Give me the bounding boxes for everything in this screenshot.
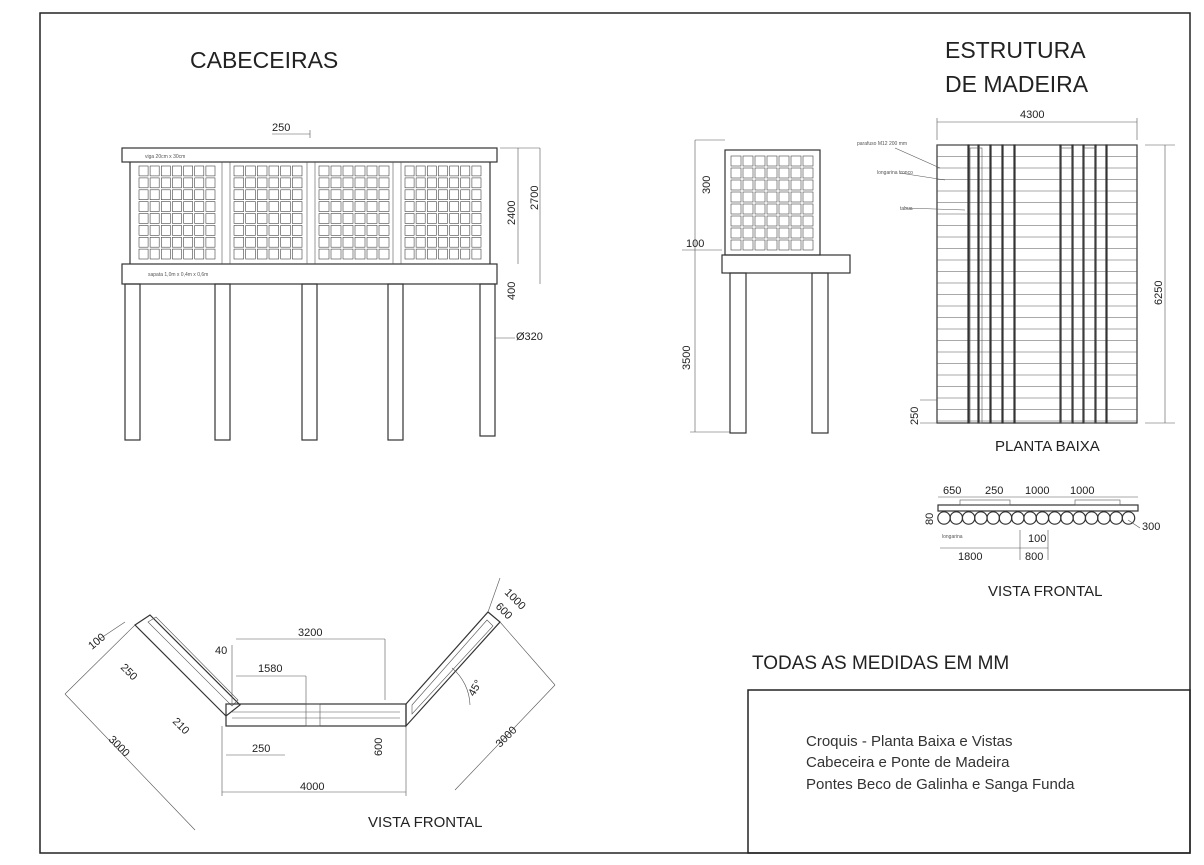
dim-vf-650: 650	[943, 485, 961, 497]
pile	[811, 272, 829, 434]
dim-vf-1000a: 1000	[1025, 485, 1049, 497]
dim-2400: 2400	[506, 201, 518, 225]
dim-250: 250	[272, 122, 290, 134]
mesh-panel	[318, 165, 390, 260]
dim-vf-80: 80	[924, 513, 936, 525]
dim-400: 400	[506, 282, 518, 300]
dim-vf-1800: 1800	[958, 551, 982, 563]
dim-vfb-600-mid: 600	[373, 738, 385, 756]
dim-4300: 4300	[1020, 109, 1044, 121]
pile	[301, 283, 318, 441]
dim-vfb-1580: 1580	[258, 663, 282, 675]
title-estrutura-line1: ESTRUTURA	[945, 37, 1086, 63]
pile	[729, 272, 747, 434]
vista-frontal-bottom: 100 250 3000 210 40 3200 1580 250 600 40…	[64, 577, 556, 831]
title-block-line3: Pontes Beco de Galinha e Sanga Funda	[806, 776, 1075, 793]
dim-diameter: Ø320	[516, 331, 543, 343]
pile	[214, 283, 231, 441]
title-block-line1: Croquis - Planta Baixa e Vistas	[806, 733, 1013, 750]
svg-text:viga 20cm x 30cm: viga 20cm x 30cm	[145, 154, 185, 160]
svg-text:parafuso M12 200 mm: parafuso M12 200 mm	[857, 141, 907, 147]
dim-2700: 2700	[529, 186, 541, 210]
dim-6250: 6250	[1153, 281, 1165, 305]
dim-vf-300: 300	[1142, 521, 1160, 533]
svg-text:sapata 1,0m x 0,4m x 0,6m: sapata 1,0m x 0,4m x 0,6m	[148, 272, 208, 278]
dim-vfb-3200: 3200	[298, 627, 322, 639]
pile	[387, 283, 404, 441]
dim-vfb-3000-left: 3000	[106, 734, 132, 760]
cabeceiras-front-view: viga 20cm x 30cm sapata 1,0m x 0,4m x 0,…	[121, 122, 543, 441]
dim-side-100: 100	[686, 238, 704, 250]
title-block	[747, 689, 1191, 854]
dim-vfb-210: 210	[170, 716, 191, 737]
mesh-panel	[138, 165, 216, 260]
dim-vfb-250-bottom: 250	[252, 743, 270, 755]
vista-frontal-right: 650 250 1000 1000 80 300 100 1800 800 lo…	[924, 485, 1160, 563]
dim-vf-250: 250	[985, 485, 1003, 497]
side-view: 300 100 3500	[681, 139, 851, 434]
label-vista-frontal-bottom: VISTA FRONTAL	[368, 814, 482, 831]
dim-vfb-250-left: 250	[118, 662, 139, 683]
title-cabeceiras: CABECEIRAS	[190, 47, 338, 73]
dim-vfb-100: 100	[86, 631, 108, 652]
label-planta-baixa: PLANTA BAIXA	[995, 438, 1100, 455]
mesh-panel	[233, 165, 303, 260]
log-section	[937, 511, 1136, 525]
dim-side-3500: 3500	[681, 346, 693, 370]
title-estrutura-line2: DE MADEIRA	[945, 71, 1089, 97]
dim-vf-1000b: 1000	[1070, 485, 1094, 497]
mesh-panel	[730, 155, 814, 251]
mesh-panel	[404, 165, 482, 260]
dim-vf-800: 800	[1025, 551, 1043, 563]
note-todas-medidas: TODAS AS MEDIDAS EM MM	[752, 653, 1009, 674]
label-vista-frontal-right: VISTA FRONTAL	[988, 583, 1102, 600]
pile	[479, 283, 496, 437]
deck-planks	[937, 144, 1137, 424]
dim-vfb-40: 40	[215, 645, 227, 657]
svg-text:longarina: longarina	[942, 534, 963, 540]
dim-side-300: 300	[701, 176, 713, 194]
dim-vfb-4000: 4000	[300, 781, 324, 793]
dim-vfb-3000-right: 3000	[494, 724, 520, 750]
svg-text:longarina tronco: longarina tronco	[877, 170, 913, 176]
title-block-line2: Cabeceira e Ponte de Madeira	[806, 754, 1010, 771]
dim-vf-100: 100	[1028, 533, 1046, 545]
dim-planta-250: 250	[909, 407, 921, 425]
svg-text:tabua: tabua	[900, 206, 913, 212]
sheet-frame	[39, 12, 1191, 854]
planta-baixa: 4300 6250 250 parafuso M12 200 mm longar…	[857, 109, 1175, 425]
pile	[124, 283, 141, 441]
